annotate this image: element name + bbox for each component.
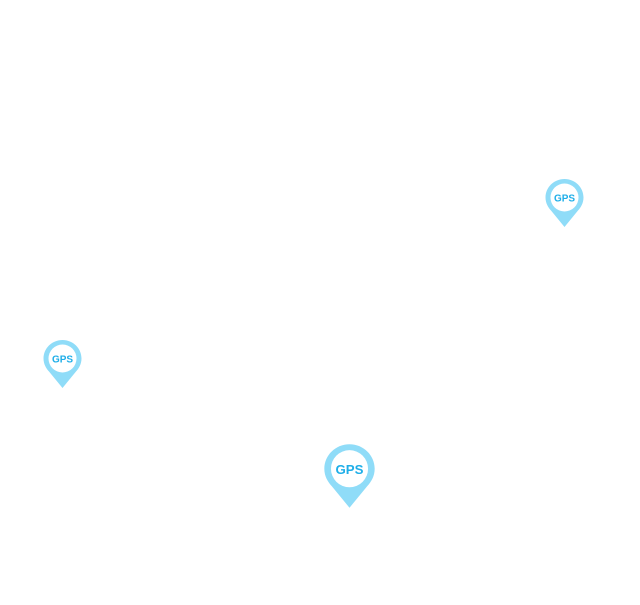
gps-pin-icon-top-right[interactable]: GPS: [544, 178, 585, 228]
gps-label: GPS: [336, 462, 364, 477]
gps-label: GPS: [52, 355, 73, 366]
gps-pin-icon-left[interactable]: GPS: [42, 339, 83, 389]
map-pin-icon: GPS: [545, 179, 584, 227]
map-pin-icon: GPS: [324, 444, 375, 508]
gps-label: GPS: [554, 194, 575, 205]
map-pin-icon: GPS: [43, 340, 82, 388]
gps-pin-icon-bottom-center[interactable]: GPS: [323, 442, 376, 510]
